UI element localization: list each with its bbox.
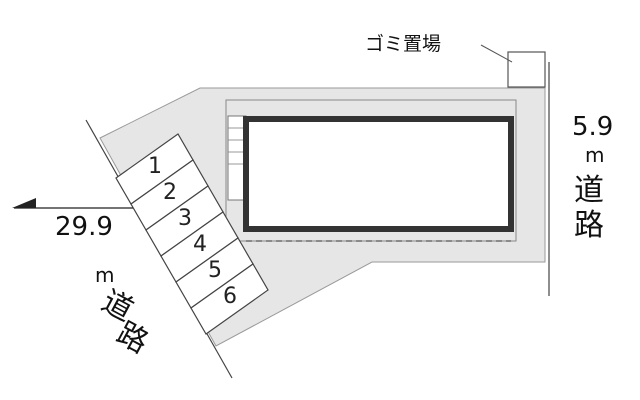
road-left-width: 29.9	[55, 212, 113, 242]
road-right-unit: m	[585, 143, 604, 167]
parking-slot-label-5: 5	[208, 258, 222, 283]
road-left-label: 29.9	[55, 212, 113, 242]
garbage-label: ゴミ置場	[365, 33, 441, 55]
parking-slot-label-4: 4	[193, 232, 207, 257]
garbage-area	[507, 51, 546, 88]
parking-slot-label-2: 2	[163, 180, 177, 205]
road-right-name-top: 道	[574, 173, 604, 208]
road-left-unit: m	[95, 263, 114, 287]
building	[243, 116, 514, 232]
road-right-name-bottom: 路	[574, 208, 604, 243]
parking-slot-label-6: 6	[223, 284, 237, 309]
parking-slot-6	[190, 263, 269, 335]
parking-slot-label-3: 3	[178, 206, 192, 231]
parking-slot-label-1: 1	[148, 154, 162, 179]
north-arrow-icon	[12, 198, 133, 209]
parking-area: 1 2 3 4 5 6	[115, 133, 269, 335]
garbage-label-leader	[480, 44, 513, 63]
road-right-width: 5.9	[572, 112, 613, 142]
